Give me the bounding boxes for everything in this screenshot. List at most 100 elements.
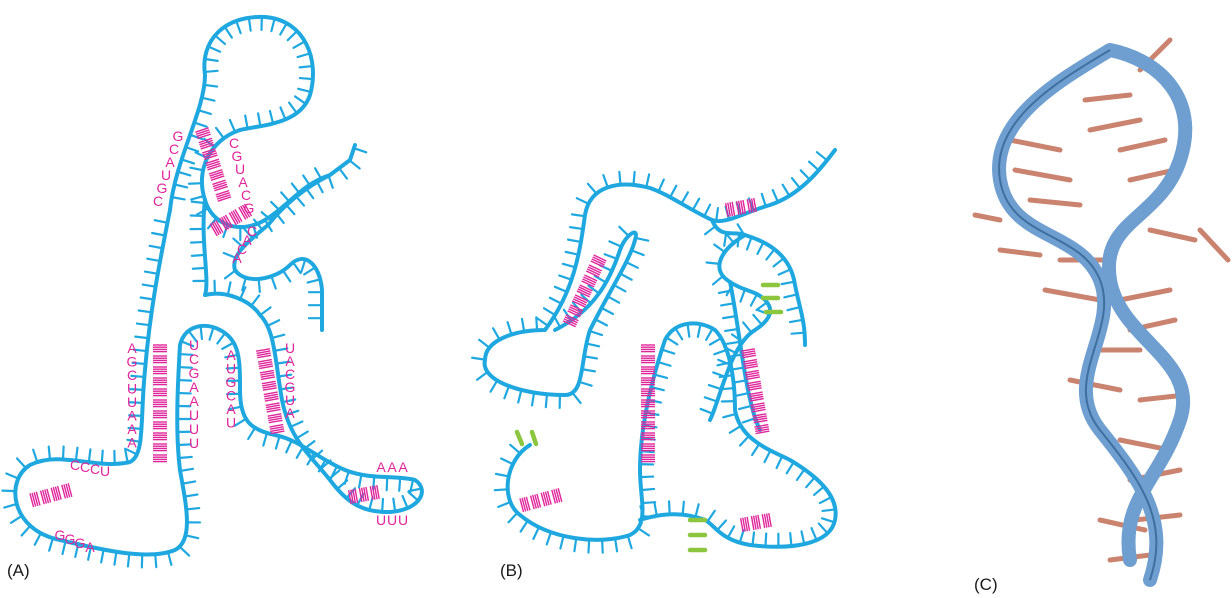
backbone-tick: [680, 191, 690, 205]
backbone-tick: [657, 178, 665, 193]
backbone-tick: [273, 347, 289, 352]
backbone-tick: [506, 321, 513, 336]
panel-c-label: (C): [974, 575, 998, 594]
base-pair-line: [754, 423, 769, 428]
panel-b-foot-right-pairs: [739, 512, 772, 532]
sequence-letter: A: [398, 459, 408, 475]
backbone-tick: [222, 251, 237, 259]
backbone-tick: [507, 511, 519, 524]
base-pair-line: [197, 133, 211, 140]
backbone-tick: [520, 317, 526, 333]
backbone-tick: [197, 109, 212, 116]
base-pair-line: [569, 306, 583, 314]
base-pair-line: [222, 215, 232, 229]
sequence-letter: C: [90, 461, 100, 477]
backbone-tick: [216, 331, 227, 345]
base-pair-line: [238, 206, 247, 220]
backbone-tick: [790, 177, 802, 190]
backbone-tick: [270, 333, 286, 340]
backbone-tick: [718, 374, 734, 379]
base-pair-line: [568, 308, 582, 316]
backbone-tick: [279, 22, 288, 36]
backbone-tick: [356, 492, 365, 507]
backbone-tick: [297, 87, 312, 94]
base-pair-line: [219, 217, 228, 231]
backbone-tick: [292, 40, 306, 49]
backbone-tick: [478, 338, 491, 349]
base-pair-line: [50, 487, 56, 502]
base-pair-line: [587, 266, 602, 274]
backbone-tick: [727, 353, 743, 358]
panel-a-hairpin-pairs: [195, 127, 232, 202]
backbone-tick: [686, 322, 691, 338]
backbone-tick: [3, 502, 18, 509]
base-pair-line: [750, 516, 755, 531]
backbone-tick: [74, 446, 79, 462]
base-pair-line: [212, 181, 227, 188]
backbone-tick: [295, 430, 309, 440]
backbone-tick: [407, 487, 423, 493]
backbone-tick: [545, 531, 553, 546]
backbone-tick: [810, 527, 818, 542]
panel-b-label: (B): [500, 561, 523, 580]
sequence-letter: U: [189, 435, 199, 451]
base-pair-line: [521, 497, 527, 512]
base-pair-line: [360, 487, 365, 502]
backbone-tick: [129, 388, 145, 391]
base-pair-line: [746, 380, 761, 385]
base-pair-line: [210, 175, 225, 181]
backbone-tick: [705, 327, 714, 341]
base-pair-line: [263, 391, 278, 396]
base-pair-line: [240, 205, 249, 219]
base-pair-line: [209, 223, 218, 237]
base-pair-line: [572, 298, 587, 306]
backbone-tick: [257, 277, 261, 293]
base-pair-line: [768, 512, 772, 528]
backbone-tick: [669, 184, 678, 199]
backbone-tick: [177, 378, 193, 382]
backbone-tick: [724, 231, 735, 244]
backbone-tick: [87, 545, 92, 561]
base-pair-line: [258, 363, 273, 368]
base-pair-line: [742, 354, 757, 359]
base-pair-line: [213, 183, 228, 190]
base-pair-line: [749, 397, 764, 402]
sequence-letter: A: [127, 408, 137, 424]
backbone-tick: [785, 461, 795, 475]
panel-b-tertiary-structure: [482, 148, 838, 549]
backbone-tick: [566, 238, 582, 244]
base-pair-line: [256, 352, 271, 357]
sequence-letter: C: [226, 388, 236, 404]
base-pair-line: [519, 498, 525, 513]
backbone-tick: [641, 501, 657, 505]
backbone-tick: [179, 467, 195, 473]
backbone-tick: [252, 224, 259, 239]
base-pair-line: [210, 173, 224, 179]
backbone-tick: [214, 126, 225, 140]
sequence-letter: U: [189, 407, 199, 423]
backbone-tick: [286, 30, 299, 42]
base-pair-line: [196, 131, 211, 138]
backbone-tick: [742, 321, 753, 334]
backbone-tick: [221, 341, 235, 350]
backbone-tick: [696, 323, 702, 338]
backbone-tick: [587, 284, 601, 295]
base-pair-line: [46, 488, 52, 503]
sequence-letter: C: [169, 141, 179, 157]
backbone-tick: [134, 335, 150, 340]
base-pair-line: [221, 216, 230, 230]
base-pair-line: [195, 127, 209, 133]
sequence-letter: G: [173, 128, 184, 144]
backbone-tick: [645, 173, 651, 189]
backbone-tick: [279, 106, 287, 121]
base-pair-line: [264, 397, 279, 402]
backbone-tick: [722, 315, 738, 320]
backbone-tick: [780, 280, 796, 286]
backbone-tick: [166, 551, 173, 566]
backbone-tick: [815, 151, 829, 162]
backbone-tick: [691, 197, 701, 212]
base-pair-line: [557, 488, 563, 502]
